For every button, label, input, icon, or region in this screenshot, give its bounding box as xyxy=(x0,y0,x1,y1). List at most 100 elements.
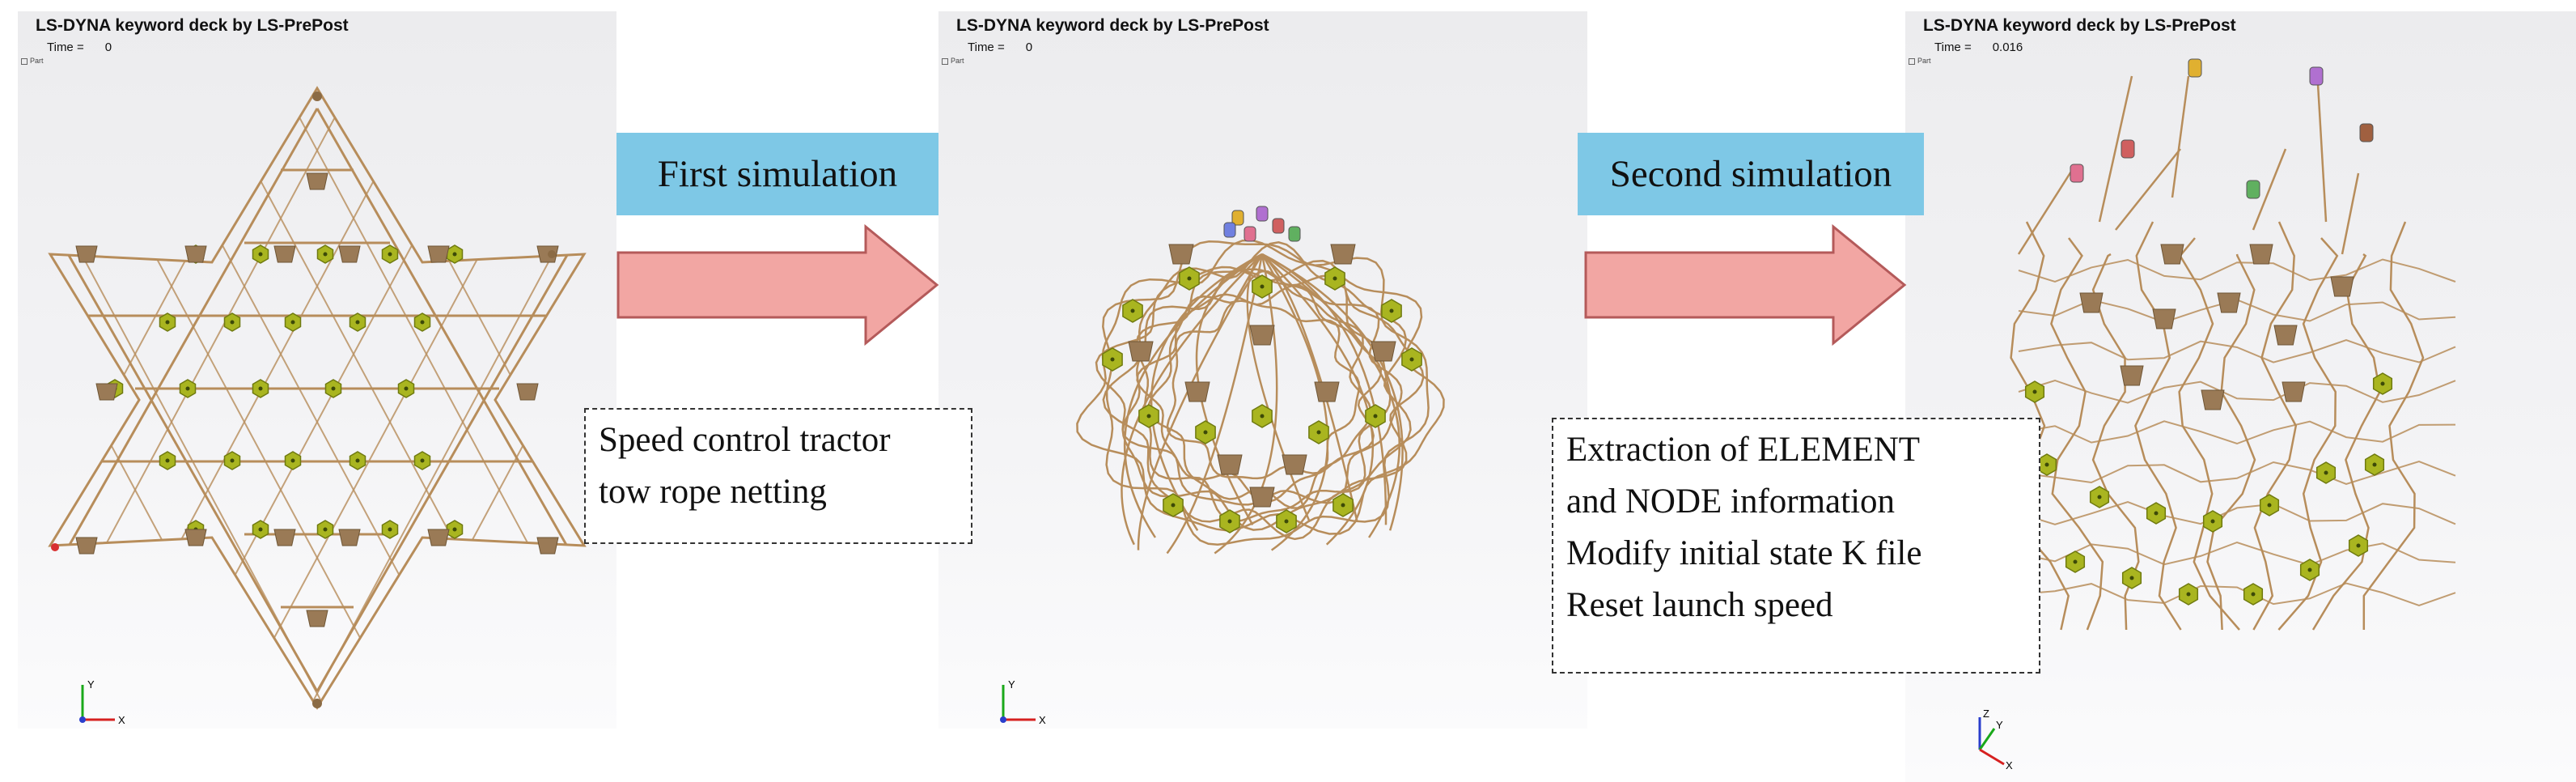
mass-block xyxy=(306,172,328,190)
tow-rope xyxy=(2115,148,2181,231)
launch-mass xyxy=(1272,218,1285,234)
launch-mass xyxy=(1256,206,1269,222)
time-label: Time = xyxy=(47,40,84,54)
net-node-center xyxy=(2073,559,2078,564)
net-node-center xyxy=(1332,276,1337,281)
net-node-center xyxy=(452,252,457,257)
net-node-center xyxy=(2129,576,2134,580)
mass-block xyxy=(2330,276,2354,297)
net-node-center xyxy=(165,458,170,463)
net-node-center xyxy=(2356,543,2361,548)
second-simulation-note: Extraction of ELEMENT and NODE informati… xyxy=(1552,418,2040,674)
rope-line xyxy=(2018,541,2456,566)
note-line: Reset launch speed xyxy=(1566,586,1833,624)
axis-x-label: X xyxy=(2006,759,2013,771)
launch-mass xyxy=(2309,66,2324,86)
viewport-wrapped-net: LS-DYNA keyword deck by LS-PrePost Time … xyxy=(938,11,1587,729)
mass-block xyxy=(2273,325,2298,346)
net-node-center xyxy=(258,527,263,532)
axis-y-label: Y xyxy=(1008,678,1015,691)
net-node-center xyxy=(230,320,235,325)
rope-line xyxy=(2018,582,2456,607)
time-readout: Time =0 xyxy=(968,40,1032,54)
rope-loop xyxy=(1147,270,1372,509)
rope-line xyxy=(50,88,261,708)
net-node-center xyxy=(230,458,235,463)
rope-strand xyxy=(2252,221,2298,631)
rope-strand xyxy=(1137,253,1264,550)
mass-block xyxy=(1128,341,1154,362)
axis-triad: Y X xyxy=(1000,678,1046,726)
net-node-center xyxy=(165,320,170,325)
net-node-center xyxy=(2210,519,2215,524)
mass-block xyxy=(1184,381,1210,402)
time-readout: Time =0 xyxy=(47,40,112,54)
net-node-center xyxy=(2032,389,2037,394)
mass-block xyxy=(2160,244,2184,265)
rope-strand xyxy=(1123,253,1263,538)
corner-weight xyxy=(312,91,322,101)
net-node-center xyxy=(2251,592,2256,597)
net-node-center xyxy=(1260,414,1265,419)
mass-block xyxy=(1168,244,1194,265)
rope-line xyxy=(58,108,319,563)
rope-line xyxy=(2018,420,2456,445)
net-node-center xyxy=(323,527,328,532)
net-node-center xyxy=(1260,284,1265,289)
axis-triad: Y X xyxy=(79,678,125,726)
net-node-center xyxy=(1341,503,1345,508)
mass-block xyxy=(2282,381,2306,402)
rope-line xyxy=(2018,338,2456,363)
time-label: Time = xyxy=(1934,40,1972,54)
rope-line xyxy=(58,239,319,692)
rope-line xyxy=(316,239,578,692)
corner-weight xyxy=(548,250,556,258)
axis-x-label: X xyxy=(1039,714,1046,726)
mass-block xyxy=(306,610,328,627)
mass-block xyxy=(1249,487,1275,508)
net-node-center xyxy=(420,320,425,325)
axis-x-label: X xyxy=(118,714,125,726)
axis-y-label: Y xyxy=(1996,719,2003,731)
viewport-title: LS-DYNA keyword deck by LS-PrePost xyxy=(36,16,349,35)
rope-strand xyxy=(2277,237,2339,631)
mass-block xyxy=(427,245,450,263)
rope-strand xyxy=(2362,221,2425,630)
rope-strand xyxy=(1261,253,1401,538)
mass-block xyxy=(536,537,559,555)
part-legend: Part xyxy=(21,57,44,65)
rope-strand xyxy=(2050,237,2104,631)
launch-mass xyxy=(2359,123,2374,142)
rope-line xyxy=(2018,461,2456,485)
net-node-center xyxy=(1130,308,1135,313)
mass-block xyxy=(273,245,296,263)
net-node-center xyxy=(2307,567,2312,572)
rope-strand xyxy=(1150,253,1263,532)
net-node-center xyxy=(2097,495,2102,499)
mass-block xyxy=(1314,381,1340,402)
net-node-center xyxy=(2044,462,2049,467)
launch-mass xyxy=(1231,210,1244,226)
time-value: 0 xyxy=(1025,40,1033,54)
launch-mass xyxy=(2246,180,2260,199)
net-node-center xyxy=(355,458,360,463)
mass-block xyxy=(75,537,98,555)
note-line: Speed control tractor xyxy=(599,421,891,459)
net-node-center xyxy=(2380,381,2385,386)
net-node-center xyxy=(1227,519,1232,524)
net-node-center xyxy=(258,252,263,257)
deployed-net-mesh xyxy=(2010,58,2456,631)
viewport-title: LS-DYNA keyword deck by LS-PrePost xyxy=(956,16,1269,35)
axis-triad: Z Y X xyxy=(1978,708,2013,771)
net-node-center xyxy=(258,386,263,391)
tow-rope xyxy=(2098,75,2133,223)
net-node-center xyxy=(1389,308,1394,313)
rope-line xyxy=(300,88,584,708)
launch-mass xyxy=(2188,58,2202,78)
corner-weight xyxy=(312,699,322,708)
rope-strand xyxy=(2206,253,2256,631)
net-node-center xyxy=(355,320,360,325)
rope-strand xyxy=(1214,253,1278,555)
viewport-title: LS-DYNA keyword deck by LS-PrePost xyxy=(1923,16,2236,35)
tow-rope xyxy=(2017,164,2077,255)
